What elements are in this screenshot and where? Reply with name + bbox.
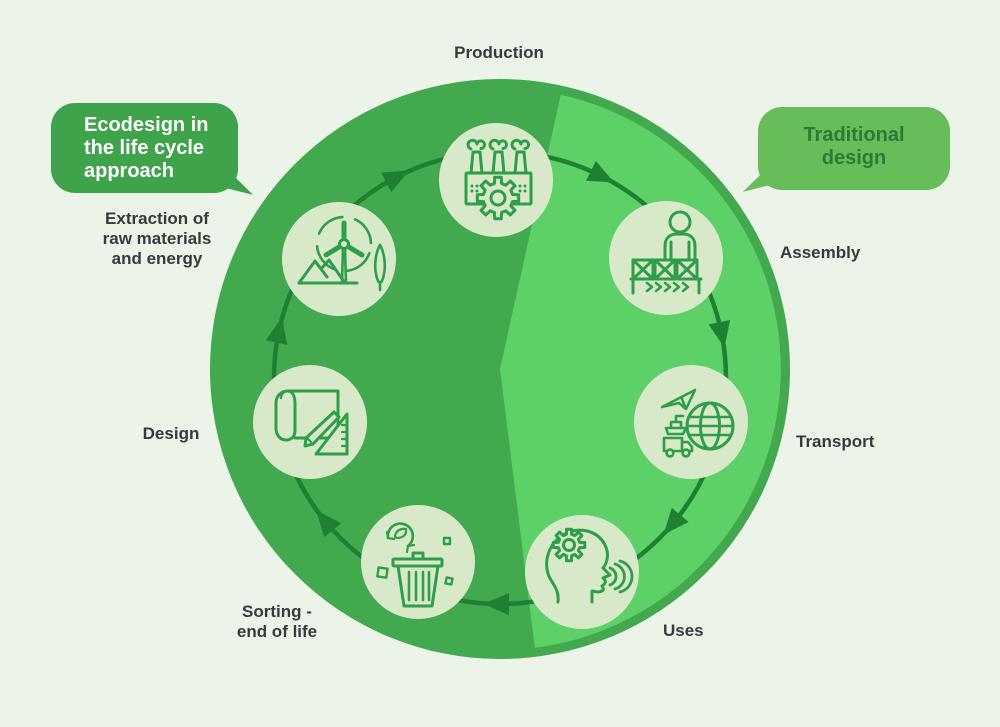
stage-label-production: Production	[454, 43, 544, 62]
factory-icon	[464, 138, 533, 221]
ecodesign-bubble: Ecodesign in the life cycle approach	[51, 103, 238, 193]
cycle-arrows	[265, 161, 731, 616]
stage-circle-design	[253, 365, 367, 479]
arrow-design-extraction	[265, 317, 288, 345]
traditional-design-bubble: Traditional design	[758, 107, 950, 190]
stage-circle-sorting	[361, 505, 475, 619]
head-gear-speech-icon	[545, 527, 634, 604]
arrow-uses-sorting	[483, 593, 510, 616]
arrow-assembly-transport	[708, 320, 731, 348]
trash-recycle-icon	[376, 522, 454, 608]
stage-label-extraction: Extraction of raw materials and energy	[102, 209, 212, 268]
stage-label-uses: Uses	[663, 621, 704, 640]
arrow-sorting-design	[316, 510, 342, 538]
assembly-worker-icon	[629, 210, 703, 295]
stage-label-design: Design	[142, 424, 200, 443]
stage-circle-extraction	[282, 202, 396, 316]
sound-waves-icon	[608, 559, 634, 594]
stage-circle-transport	[634, 365, 748, 479]
stage-label-sorting: Sorting - end of life	[236, 602, 318, 641]
stage-label-assembly: Assembly	[780, 243, 861, 262]
wind-turbine-icon	[297, 215, 387, 292]
arrow-production-assembly	[586, 161, 615, 183]
arrow-extraction-production	[381, 170, 410, 193]
stage-label-transport: Transport	[796, 432, 875, 451]
arrow-transport-uses	[663, 507, 689, 535]
globe-transport-icon	[660, 388, 735, 458]
stage-circle-uses	[525, 515, 639, 629]
gear-icon	[551, 527, 587, 563]
blueprint-icon	[274, 389, 349, 456]
gear-icon	[475, 175, 521, 221]
